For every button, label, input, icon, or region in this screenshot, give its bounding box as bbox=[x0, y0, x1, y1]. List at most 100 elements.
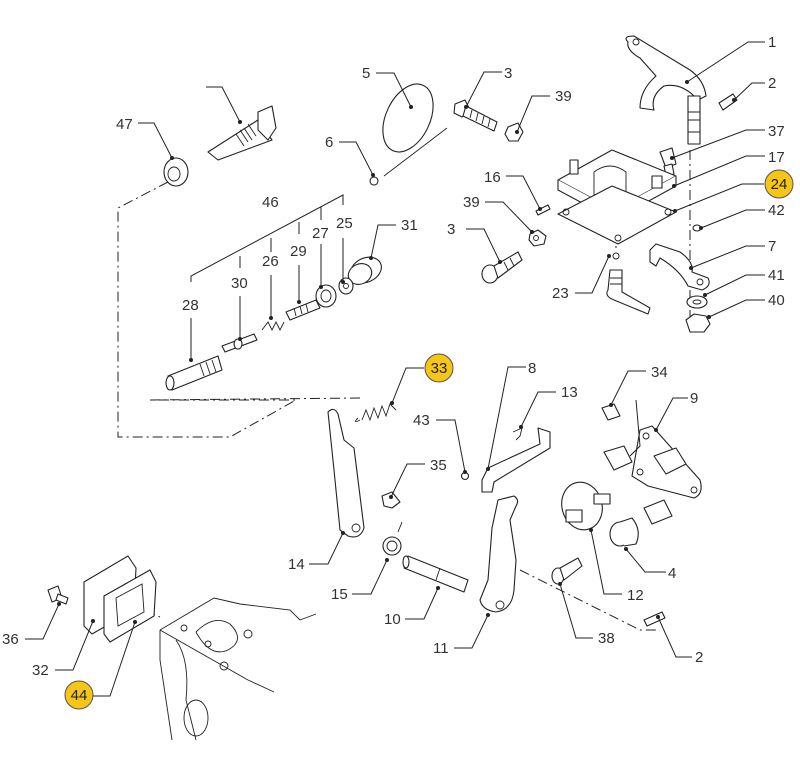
callout-16[interactable]: 16 bbox=[484, 169, 542, 211]
callout-5[interactable]: 5 bbox=[362, 65, 413, 109]
callout-41[interactable]: 41 bbox=[703, 267, 785, 297]
callout-39-left[interactable]: 39 bbox=[463, 194, 534, 234]
callout-44[interactable]: 44 bbox=[64, 620, 137, 710]
callout-45-group-bracket[interactable]: 46 bbox=[190, 194, 344, 282]
callout-31[interactable]: 31 bbox=[369, 217, 418, 260]
callout-label: 42 bbox=[768, 202, 785, 219]
part-30-pin bbox=[221, 333, 258, 353]
assembly-center-lines bbox=[117, 150, 691, 631]
callout-label: 8 bbox=[528, 360, 536, 377]
callout-17[interactable]: 17 bbox=[672, 149, 785, 188]
callout-38[interactable]: 38 bbox=[558, 582, 615, 647]
callout-46[interactable]: 47 bbox=[116, 116, 174, 160]
callout-label: 5 bbox=[362, 65, 370, 82]
callout-43[interactable]: 43 bbox=[413, 412, 467, 474]
callout-label: 23 bbox=[552, 285, 569, 302]
callout-label: 39 bbox=[555, 88, 572, 105]
callout-label: 47 bbox=[116, 116, 133, 133]
part-39-nut-left bbox=[528, 229, 547, 247]
callout-label: 41 bbox=[768, 267, 785, 284]
callout-label: 9 bbox=[690, 390, 698, 407]
callout-label: 31 bbox=[401, 217, 418, 234]
part-40-nut bbox=[685, 313, 711, 333]
callout-label: 27 bbox=[312, 225, 329, 242]
callout-12[interactable]: 12 bbox=[589, 528, 644, 604]
callout-15[interactable]: 15 bbox=[331, 558, 389, 603]
part-29-sleeve bbox=[285, 299, 321, 321]
part-31-cap bbox=[347, 256, 382, 285]
callout-33[interactable]: 33 bbox=[390, 353, 454, 405]
callout-label: 4 bbox=[668, 565, 676, 582]
callout-36[interactable]: 36 bbox=[2, 602, 61, 648]
callout-42[interactable]: 42 bbox=[699, 202, 785, 230]
callout-label: 40 bbox=[768, 292, 785, 309]
part-44-gasket bbox=[103, 569, 157, 643]
callout-8[interactable]: 8 bbox=[486, 360, 536, 471]
callout-34[interactable]: 34 bbox=[609, 364, 668, 457]
callout-7[interactable]: 7 bbox=[689, 238, 776, 270]
part-4-roller bbox=[609, 517, 639, 547]
callout-30[interactable]: 30 bbox=[231, 275, 248, 341]
part-14-lever-arm bbox=[327, 408, 365, 538]
callout-39-top[interactable]: 39 bbox=[515, 88, 572, 134]
part-3-bolt-top bbox=[453, 99, 498, 132]
callout-4[interactable]: 4 bbox=[624, 547, 676, 582]
callouts: 1 2 2 3 3 4 5 bbox=[2, 34, 794, 710]
part-16-pin bbox=[535, 204, 551, 216]
callout-label: 2 bbox=[695, 649, 703, 666]
callout-label: 34 bbox=[651, 364, 668, 381]
callout-27[interactable]: 27 bbox=[312, 225, 329, 289]
part-3-bolt-left bbox=[481, 251, 523, 284]
part-28-spool bbox=[165, 355, 223, 391]
callout-label: 44 bbox=[71, 687, 88, 704]
part-26-spring bbox=[261, 320, 285, 332]
callout-32[interactable]: 32 bbox=[32, 619, 95, 679]
highlight-badge bbox=[424, 353, 454, 383]
callout-1[interactable]: 1 bbox=[685, 34, 776, 84]
callout-label: 26 bbox=[262, 253, 279, 270]
callout-24[interactable]: 24 bbox=[673, 169, 794, 213]
callout-6[interactable]: 6 bbox=[325, 134, 375, 177]
callout-47[interactable] bbox=[206, 86, 242, 124]
part-36-bolt bbox=[47, 585, 69, 605]
callout-2-top[interactable]: 2 bbox=[732, 75, 776, 102]
callout-label: 38 bbox=[598, 630, 615, 647]
callout-37[interactable]: 37 bbox=[670, 123, 785, 160]
callout-9[interactable]: 9 bbox=[654, 390, 698, 432]
callout-label: 10 bbox=[384, 611, 401, 628]
callout-35[interactable]: 35 bbox=[389, 457, 447, 499]
callout-28[interactable]: 28 bbox=[182, 297, 199, 362]
callout-13[interactable]: 13 bbox=[519, 384, 578, 429]
callout-label: 16 bbox=[484, 169, 501, 186]
callout-10[interactable]: 10 bbox=[384, 586, 440, 628]
part-8-bracket bbox=[481, 427, 551, 493]
callout-label: 13 bbox=[561, 384, 578, 401]
callout-label: 25 bbox=[336, 215, 353, 232]
callout-23[interactable]: 23 bbox=[552, 254, 611, 302]
callout-label: 39 bbox=[463, 194, 480, 211]
part-12-disc bbox=[561, 481, 611, 531]
callout-3-left[interactable]: 3 bbox=[447, 221, 502, 264]
callout-40[interactable]: 40 bbox=[707, 292, 785, 319]
part-41-washer bbox=[686, 295, 708, 309]
callout-14[interactable]: 14 bbox=[288, 531, 345, 573]
callout-label: 7 bbox=[768, 238, 776, 255]
part-35-plug bbox=[381, 491, 401, 509]
part-15-spring bbox=[382, 521, 403, 556]
callout-label: 17 bbox=[768, 149, 785, 166]
part-33-spring bbox=[355, 403, 397, 423]
callout-26[interactable]: 26 bbox=[262, 253, 279, 320]
part-47-bolt bbox=[207, 105, 277, 161]
callout-2-bottom[interactable]: 2 bbox=[656, 615, 703, 666]
callout-3-top[interactable]: 3 bbox=[464, 65, 512, 109]
callout-25[interactable]: 25 bbox=[336, 215, 353, 284]
callout-29[interactable]: 29 bbox=[290, 243, 307, 304]
part-6-ball bbox=[369, 127, 448, 186]
callout-label: 12 bbox=[627, 587, 644, 604]
callout-11[interactable]: 11 bbox=[433, 613, 490, 657]
highlight-badge bbox=[764, 169, 794, 199]
callout-label: 2 bbox=[768, 75, 776, 92]
callout-label: 1 bbox=[768, 34, 776, 51]
part-1-fork-lever bbox=[625, 35, 707, 145]
